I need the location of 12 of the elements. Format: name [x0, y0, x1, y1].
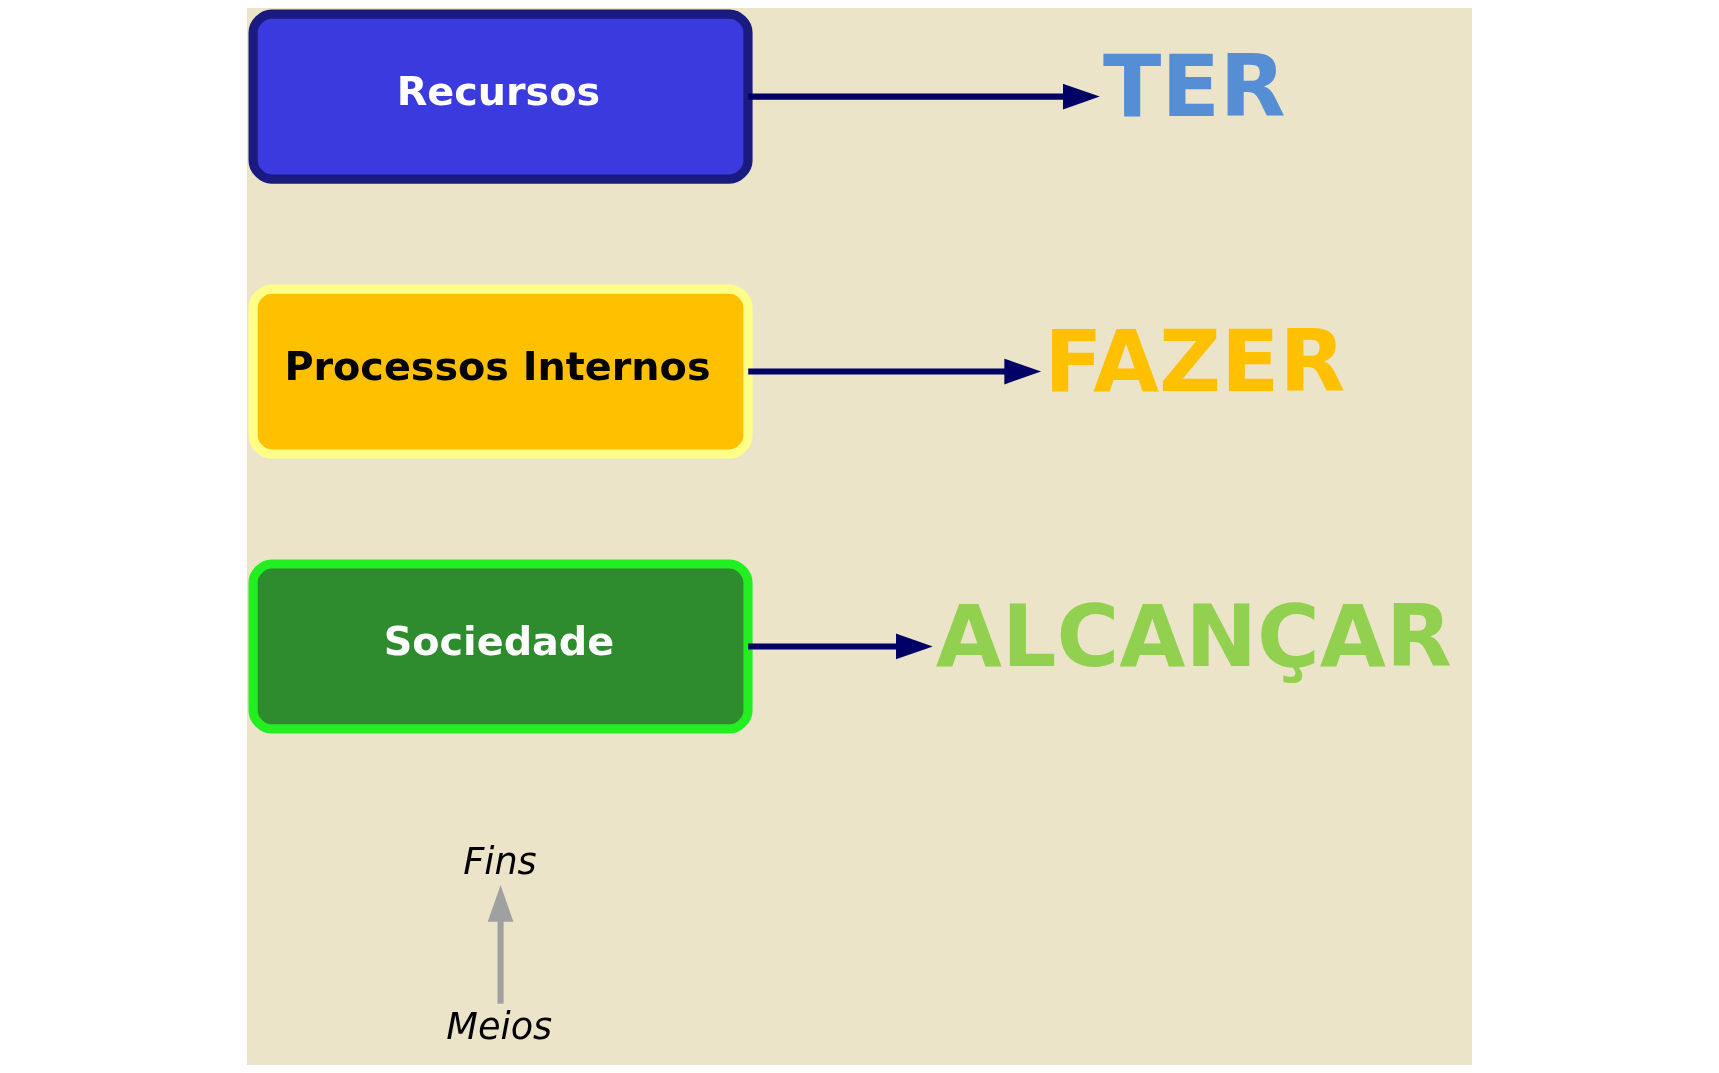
- node-text: Meios: [446, 1005, 553, 1049]
- node-box: Sociedade: [248, 559, 753, 734]
- node-box: Processos Internos: [248, 284, 753, 459]
- arrow: [748, 358, 1042, 385]
- arrow: [748, 83, 1100, 110]
- node-text: FAZER: [1044, 312, 1346, 412]
- node-text: Fins: [463, 840, 537, 884]
- arrow: [487, 885, 514, 1004]
- node-text: ALCANÇAR: [935, 587, 1452, 687]
- node-box: Recursos: [248, 9, 753, 184]
- arrow: [748, 633, 933, 660]
- node-text: TER: [1103, 37, 1286, 137]
